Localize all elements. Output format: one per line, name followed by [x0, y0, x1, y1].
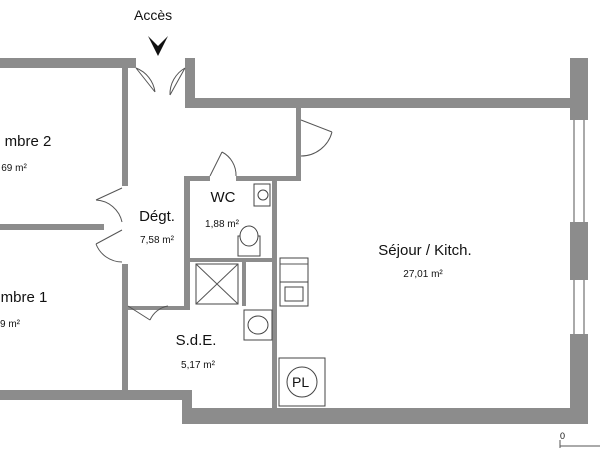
toilet-bowl [239, 225, 259, 247]
wall-bottom-right [182, 408, 588, 424]
placard-circle [286, 366, 318, 398]
room-bedroom2-area: 69 m² [1, 163, 27, 174]
wall-bedroom2-right [122, 68, 128, 186]
entrance-arrow-icon [148, 36, 168, 56]
wall-entrance-jamb [185, 58, 195, 106]
kitchen-hob [279, 257, 309, 283]
door-entrance-left [135, 67, 156, 93]
wall-sde-top [128, 306, 190, 310]
room-bedroom2-name: mbre 2 [4, 133, 52, 150]
door-bedroom1 [95, 229, 123, 263]
room-sejour-area: 27,01 m² [403, 269, 443, 280]
room-bedroom1-area: 9 m² [0, 319, 20, 330]
wall-right-top [570, 58, 588, 120]
room-sde-area: 5,17 m² [181, 360, 215, 371]
wall-bottom-left [0, 390, 192, 400]
wall-right-mid [570, 222, 588, 280]
wall-wc-bottom [190, 258, 272, 262]
wall-bedrooms-divider [0, 224, 104, 230]
sde-sink-basin [247, 315, 269, 335]
door-living [300, 119, 333, 157]
shower-diag-2 [195, 263, 239, 305]
door-sde [127, 305, 169, 321]
wall-bedroom1-right [122, 264, 128, 390]
room-degt-area: 7,58 m² [140, 235, 174, 246]
room-degt-name: Dégt. [139, 208, 175, 225]
wall-shower-right [242, 262, 246, 306]
wall-top-left [0, 58, 136, 68]
wc-sink-basin [257, 189, 269, 201]
wall-wc-left [184, 176, 190, 306]
entrance-label: Accès [134, 7, 173, 23]
room-sde-name: S.d.E. [175, 332, 217, 349]
door-entrance-right [169, 67, 186, 96]
room-wc-name: WC [210, 189, 236, 206]
wall-living-left [296, 108, 301, 181]
kitchen-sink-basin [284, 286, 304, 302]
wall-bottom-step [182, 390, 192, 420]
wall-wc-right [272, 176, 277, 408]
room-wc-area: 1,88 m² [205, 219, 239, 230]
placard-label: PL [292, 374, 310, 390]
wall-wc-top-a [190, 176, 210, 181]
room-sejour-name: Séjour / Kitch. [378, 242, 472, 259]
wall-right-bottom [570, 334, 588, 424]
door-bedroom2 [95, 187, 123, 223]
scale-label: 0 [560, 431, 566, 441]
room-bedroom1-name: mbre 1 [0, 289, 48, 306]
door-wc [209, 151, 237, 177]
wall-top-right [185, 98, 580, 108]
wall-wc-top-b [236, 176, 296, 181]
